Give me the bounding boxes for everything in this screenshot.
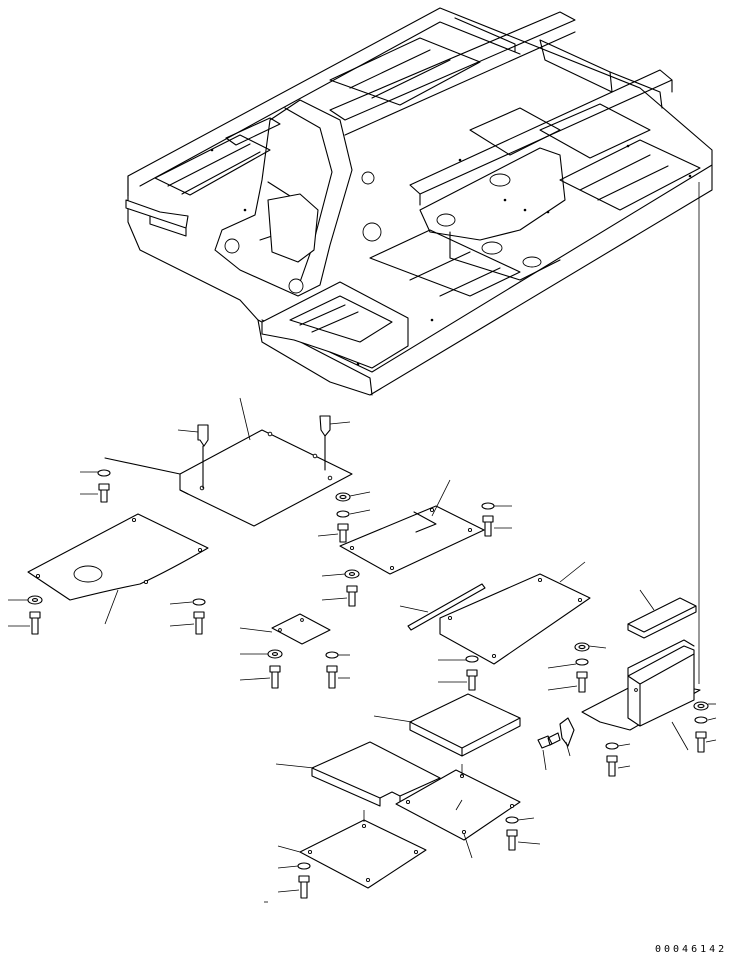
revolving-frame	[126, 8, 712, 395]
pad-upper	[410, 694, 520, 756]
strip	[628, 598, 696, 638]
bolt	[30, 484, 706, 898]
clip	[560, 718, 574, 746]
washer	[28, 470, 708, 869]
leader-lines	[8, 472, 716, 902]
rod	[408, 584, 485, 630]
cover-plate-bottom-right	[396, 770, 520, 840]
cover-plate-small	[272, 614, 330, 644]
cover-plate-center	[340, 506, 484, 574]
drawing-number: 00046142	[655, 944, 728, 955]
storage-box	[628, 640, 694, 726]
cover-plate-pinned	[105, 416, 352, 526]
cover-plate-bottom-left	[300, 820, 426, 888]
cover-plate-right	[440, 574, 590, 664]
cover-plate-large-left	[28, 514, 208, 600]
